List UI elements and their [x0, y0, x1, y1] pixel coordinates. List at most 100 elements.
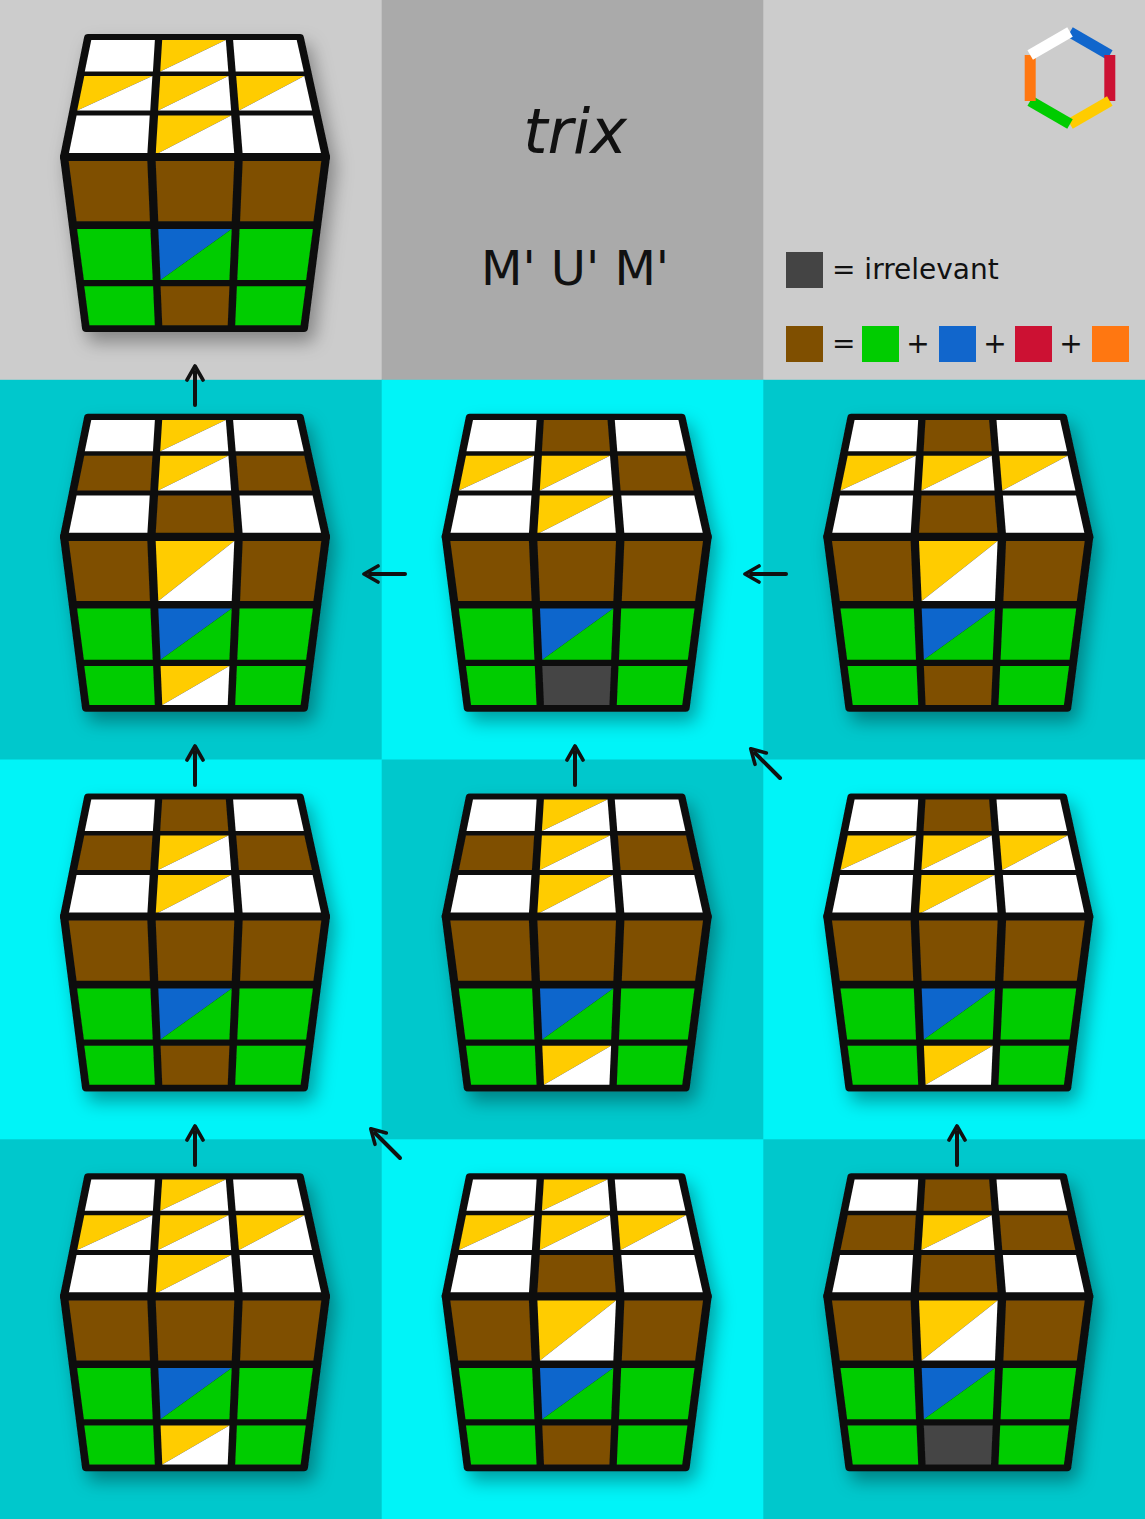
cell: [763, 760, 1145, 1141]
sticker: [161, 229, 232, 280]
cube: [64, 1177, 326, 1467]
sticker: [621, 1215, 694, 1250]
cube-face: [827, 798, 1089, 917]
sticker: [158, 1368, 231, 1419]
sticker: [466, 1426, 537, 1465]
sticker: [459, 988, 535, 1039]
sticker: [832, 541, 913, 601]
sticker: [158, 836, 231, 871]
sticker: [922, 1300, 998, 1360]
sticker: [158, 541, 234, 601]
sticker: [85, 1179, 155, 1210]
sticker: [237, 1368, 313, 1419]
cube-face: [827, 1177, 1089, 1296]
sticker: [617, 666, 688, 705]
sticker: [240, 921, 321, 981]
cube-figures: [64, 38, 1089, 1467]
sticker: [617, 1426, 688, 1465]
sticker: [237, 229, 313, 280]
sticker: [467, 1179, 537, 1210]
sticker: [922, 1368, 995, 1419]
cube: [827, 418, 1089, 708]
sticker: [459, 456, 534, 491]
cube-face: [64, 917, 326, 1088]
sticker: [618, 836, 694, 871]
sticker: [466, 1046, 537, 1085]
sticker: [160, 40, 228, 72]
cube: [446, 1177, 708, 1467]
sticker: [537, 921, 616, 981]
sticker: [450, 541, 531, 601]
sticker: [542, 609, 613, 660]
sticker: [622, 541, 703, 601]
sticker: [235, 666, 306, 705]
logo: [1030, 32, 1110, 124]
sticker: [85, 800, 155, 832]
sticker: [924, 800, 992, 832]
sticker: [239, 76, 312, 111]
sticker: [158, 456, 231, 491]
sticker: [77, 1215, 152, 1250]
sticker: [156, 875, 235, 914]
sticker: [1003, 495, 1085, 534]
sticker: [924, 666, 993, 705]
plus-sign: +: [906, 329, 929, 360]
sticker: [921, 456, 994, 491]
sticker: [161, 286, 230, 325]
sticker: [69, 495, 150, 534]
sticker: [537, 495, 616, 534]
sticker: [235, 1046, 306, 1085]
sticker: [1003, 1300, 1084, 1360]
sticker: [1002, 456, 1075, 491]
sticker: [459, 609, 535, 660]
sticker: [921, 836, 994, 871]
sticker: [922, 988, 995, 1039]
red-swatch: [1015, 326, 1052, 362]
logo-segment: [1030, 32, 1070, 55]
cube-face: [446, 798, 708, 917]
sticker: [450, 921, 531, 981]
cell: [0, 0, 383, 381]
cell: [382, 0, 765, 381]
sticker: [233, 420, 304, 451]
sticker: [841, 456, 916, 491]
cube-face: [827, 917, 1089, 1088]
sticker: [77, 836, 152, 871]
arrow: [193, 372, 197, 405]
sticker: [832, 875, 913, 914]
sticker: [77, 609, 153, 660]
sticker: [999, 1046, 1070, 1085]
color-swatches: [786, 252, 1129, 362]
cube-face: [446, 917, 708, 1088]
legend-swatch: [786, 252, 823, 288]
cube: [64, 418, 326, 708]
sticker: [1003, 875, 1085, 914]
cube-face: [64, 537, 326, 708]
sticker: [161, 666, 230, 705]
sticker: [1001, 609, 1077, 660]
sticker: [919, 1255, 998, 1294]
sticker: [161, 988, 232, 1039]
sticker: [848, 420, 918, 451]
sticker: [997, 420, 1068, 451]
cell: [0, 1139, 383, 1519]
legend-swatch: [786, 326, 823, 362]
sticker: [240, 1300, 321, 1360]
sticker: [459, 1368, 535, 1419]
sticker: [848, 1179, 918, 1210]
arrow: [751, 572, 786, 576]
cube-face: [446, 1296, 708, 1467]
cube: [827, 798, 1089, 1088]
sticker: [997, 800, 1068, 832]
sticker: [997, 1179, 1068, 1210]
sticker: [467, 420, 537, 451]
sticker: [240, 495, 322, 534]
sticker: [848, 666, 919, 705]
sticker: [77, 76, 152, 111]
sticker: [615, 800, 686, 832]
logo-segment: [1070, 101, 1110, 124]
cell: [763, 380, 1145, 761]
sticker: [69, 1255, 150, 1294]
